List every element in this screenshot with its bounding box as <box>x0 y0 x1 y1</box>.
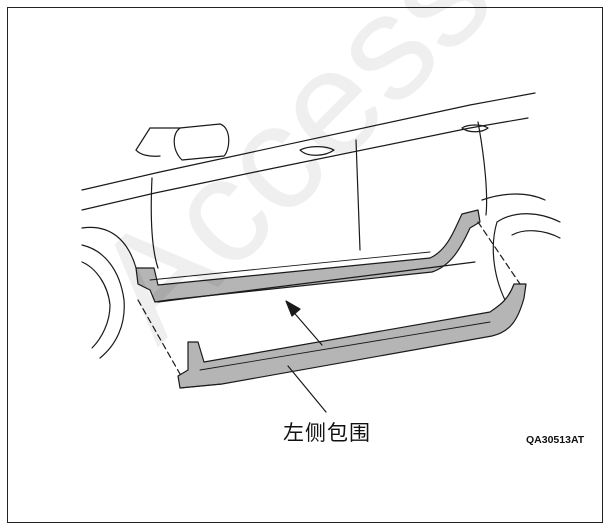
rear-door-handle <box>461 124 489 133</box>
alignment-line-rear <box>477 221 521 285</box>
sill-line <box>157 261 476 303</box>
front-door-edge <box>150 177 159 269</box>
removed-side-skirt <box>177 283 527 389</box>
alignment-line-front <box>137 299 181 375</box>
body-belt-line <box>81 117 529 211</box>
front-wheel <box>81 244 125 359</box>
figure-code: QA30513AT <box>526 434 585 446</box>
front-door-handle <box>299 146 335 156</box>
body-upper-line <box>81 92 536 191</box>
mirror <box>173 123 230 161</box>
front-wheel-arch <box>81 226 137 269</box>
rear-door-edge <box>477 121 488 216</box>
rear-wheel <box>492 213 561 301</box>
installed-skirt-outline <box>135 209 481 303</box>
removal-arrow-head <box>285 300 301 317</box>
figure-frame <box>7 7 603 523</box>
door-split-line <box>355 139 361 251</box>
label-leader-line <box>287 365 327 413</box>
mirror-base <box>135 127 181 151</box>
part-label: 左侧包围 <box>283 421 371 445</box>
removal-arrow-shaft <box>289 307 323 346</box>
rear-wheel-arch <box>481 193 546 201</box>
